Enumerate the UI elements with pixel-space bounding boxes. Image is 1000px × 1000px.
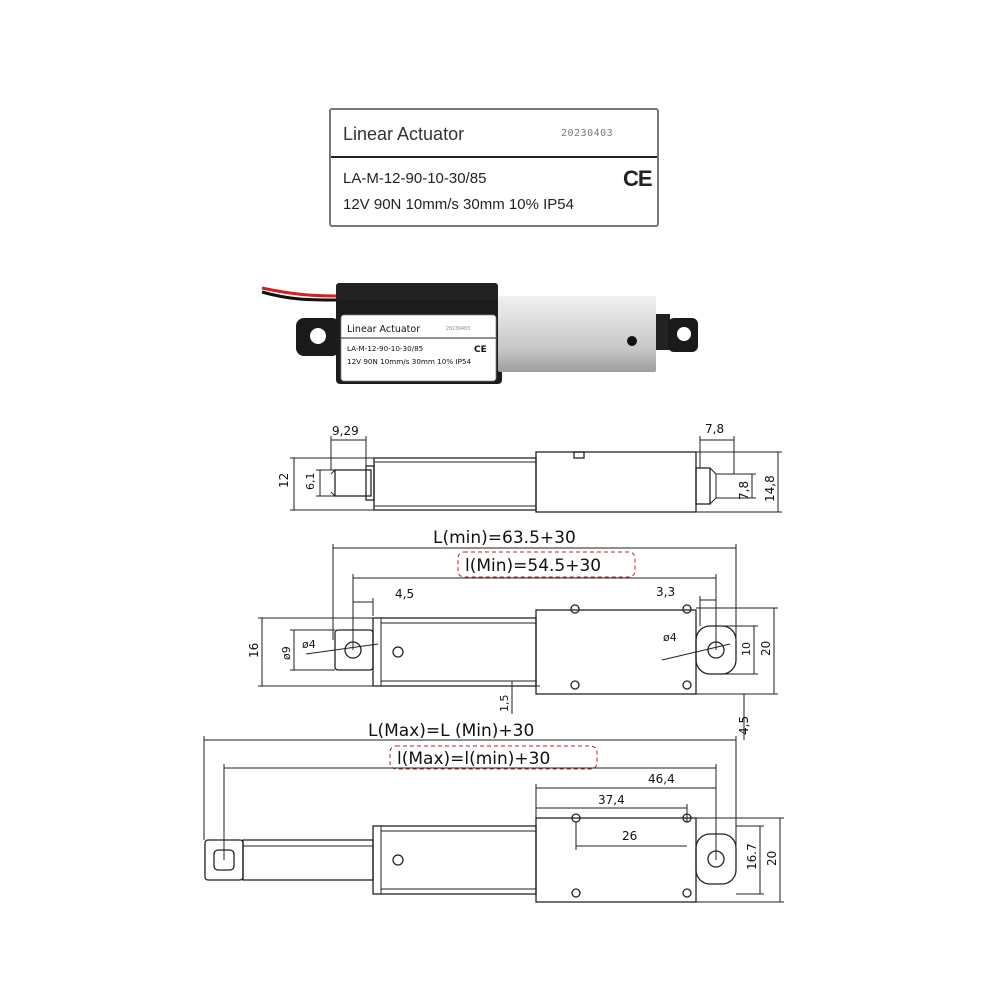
dim-L-max: L(Max)=L (Min)+30	[368, 721, 534, 741]
dim-14-8: 14,8	[763, 475, 777, 502]
extended-view-drawing: L(Max)=L (Min)+30 l(Max)=l(min)+30 46,4 …	[203, 721, 784, 903]
dim-L-min: L(min)=63.5+30	[433, 528, 576, 548]
photo-label-model: LA-M-12-90-10-30/85	[347, 344, 423, 353]
photo-label-title: Linear Actuator	[347, 324, 420, 335]
top-view-drawing: 9,29 7,8 12 6,1 7,8 14,8	[277, 422, 782, 513]
black-wire	[261, 290, 337, 302]
label-title: Linear Actuator	[343, 124, 465, 144]
ce-mark-icon: CE	[623, 166, 653, 191]
dim-3-3: 3,3	[656, 585, 675, 599]
photo-label-specs: 12V 90N 10mm/s 30mm 10% IP54	[347, 357, 471, 366]
dim-26: 26	[622, 829, 637, 843]
rod-end-collar	[656, 314, 670, 350]
dim-37-4: 37,4	[598, 793, 625, 807]
dim-phi4-left: ø4	[302, 638, 316, 651]
dim-7-8-top: 7,8	[705, 422, 724, 436]
dim-16: 16	[247, 643, 261, 658]
dim-46-4: 46,4	[648, 772, 675, 786]
dim-l-min: l(Min)=54.5+30	[465, 556, 601, 576]
red-wire	[261, 286, 337, 298]
photo-label-date: 20230403	[446, 326, 470, 332]
dim-16-7: 16.7	[745, 843, 759, 870]
dim-phi9: ø9	[280, 646, 293, 660]
dim-12: 12	[277, 473, 291, 488]
dim-1-5: 1,5	[498, 695, 511, 713]
dim-4-5: 4,5	[395, 587, 414, 601]
label-model-number: LA-M-12-90-10-30/85	[343, 170, 487, 187]
dim-9-29: 9,29	[332, 424, 359, 438]
dim-20-min: 20	[759, 641, 773, 656]
dim-4-5-side: 4,5	[737, 716, 751, 735]
l-max-highlight-box	[389, 745, 598, 770]
dim-10: 10	[740, 642, 753, 656]
photo-label-ce-icon: CE	[474, 345, 487, 355]
photo-label	[340, 314, 497, 382]
aluminum-tube	[498, 296, 656, 372]
product-photo: Linear Actuator 20230403 LA-M-12-90-10-3…	[261, 283, 698, 384]
rear-mount-hole	[310, 328, 326, 344]
dim-6-1: 6,1	[304, 473, 317, 491]
dim-l-max: l(Max)=l(min)+30	[397, 749, 550, 769]
rod-end-hole	[677, 327, 691, 341]
tube-screw-hole	[627, 336, 637, 346]
dim-phi4-right: ø4	[663, 631, 677, 644]
label-divider	[331, 156, 657, 158]
label-date-code: 20230403	[561, 128, 614, 139]
dim-7-8-side: 7,8	[737, 481, 751, 500]
dim-20-max: 20	[765, 851, 779, 866]
retracted-view-drawing: L(min)=63.5+30 l(Min)=54.5+30 4,5 3,3	[247, 528, 778, 740]
spec-label-card: Linear Actuator 20230403 LA-M-12-90-10-3…	[329, 108, 659, 227]
label-specs: 12V 90N 10mm/s 30mm 10% IP54	[343, 196, 574, 213]
